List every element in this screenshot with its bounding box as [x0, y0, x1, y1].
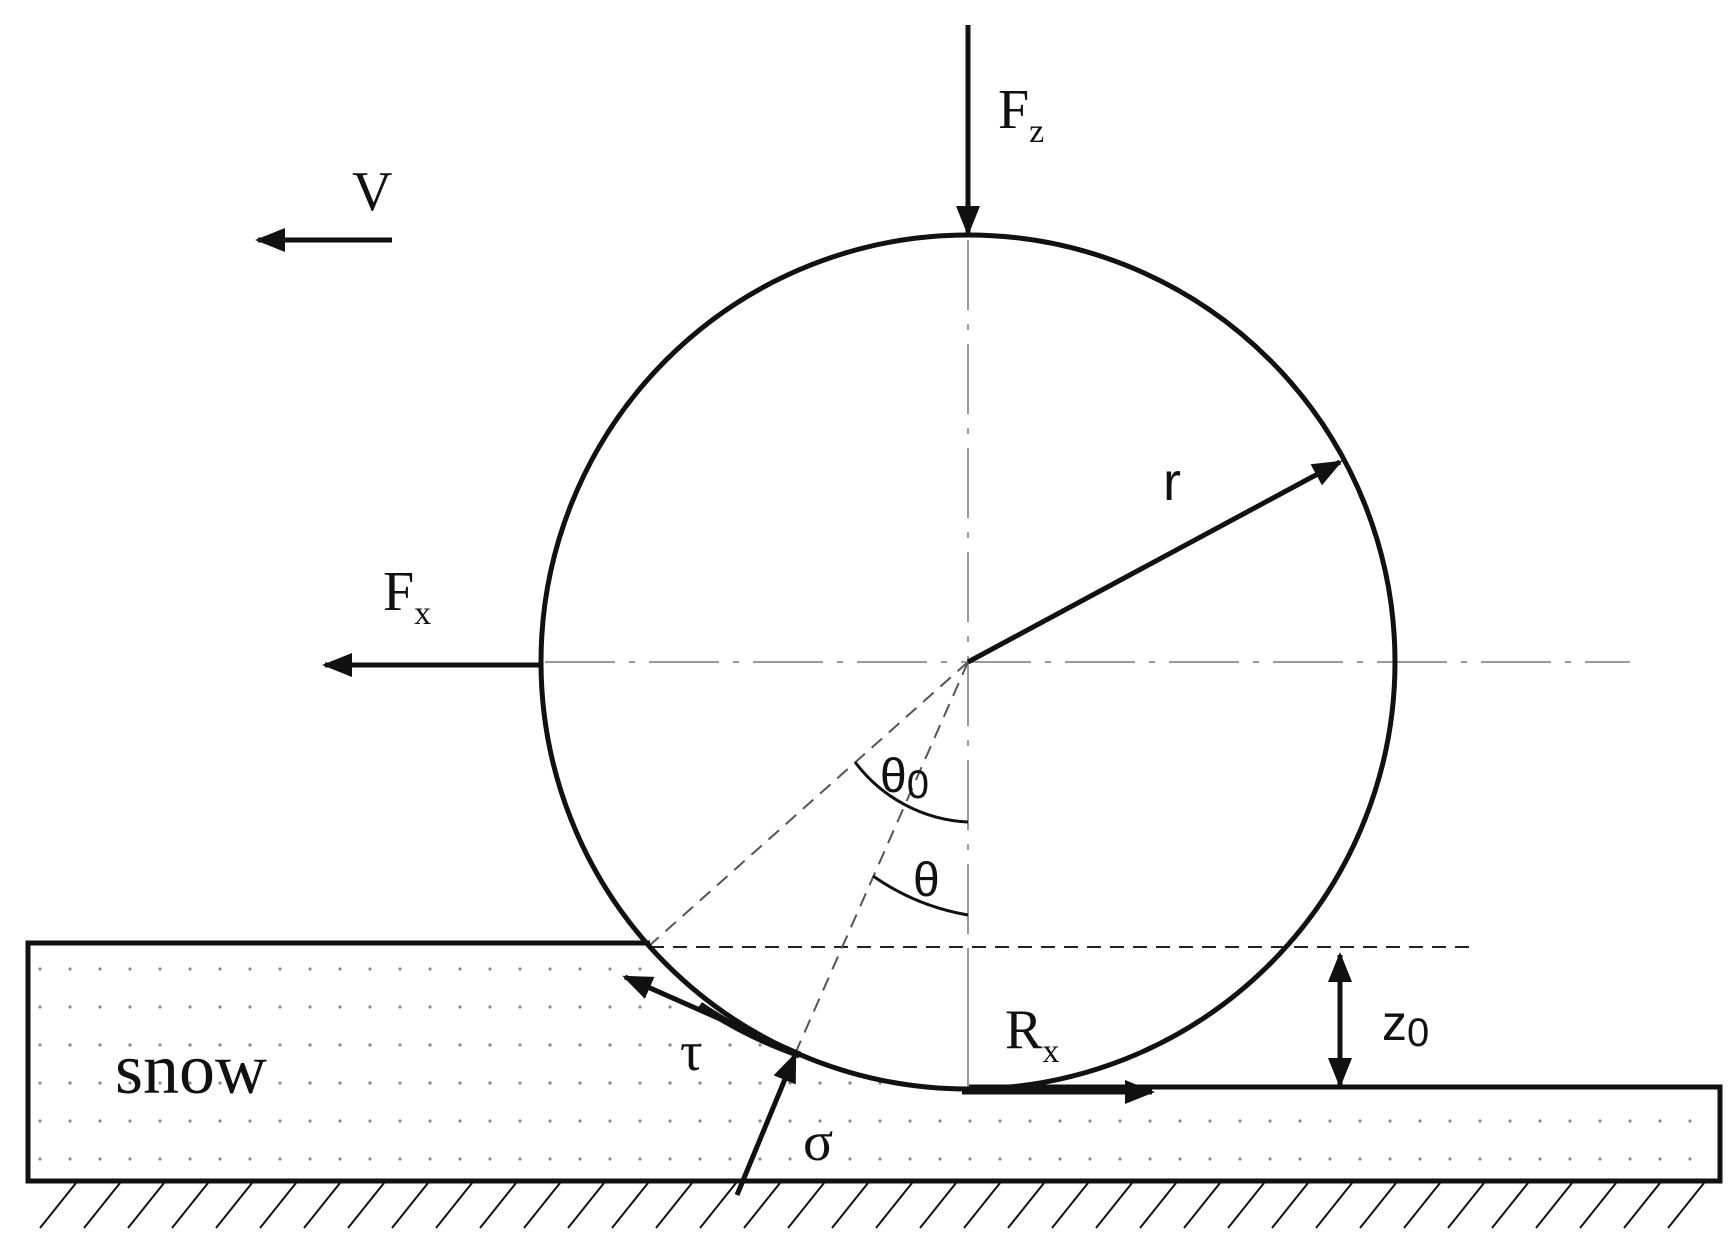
hatch-stroke: [391, 1182, 429, 1229]
hatch-stroke: [1315, 1182, 1353, 1229]
radius-label: r: [1163, 452, 1181, 512]
hatch-stroke: [1007, 1182, 1045, 1229]
hatch-stroke: [787, 1182, 825, 1229]
hatch-stroke: [743, 1182, 781, 1229]
hatch-stroke: [1403, 1182, 1441, 1229]
horizontal-force-label: Fx: [383, 561, 431, 632]
normal-stress-arrow: [734, 1052, 798, 1196]
entry-angle-label: θ0: [880, 750, 929, 807]
hatch-stroke: [1139, 1182, 1177, 1229]
angle-label: θ: [913, 854, 940, 907]
hatch-stroke: [1183, 1182, 1221, 1229]
hatch-stroke: [1227, 1182, 1265, 1229]
snow-label: snow: [115, 1029, 267, 1109]
hatch-stroke: [1271, 1182, 1309, 1229]
hatch-stroke: [127, 1182, 165, 1229]
hatch-stroke: [1579, 1182, 1617, 1229]
hatch-stroke: [171, 1182, 209, 1229]
hatch-stroke: [1095, 1182, 1133, 1229]
center-axes: [545, 240, 1630, 950]
hatch-stroke: [963, 1182, 1001, 1229]
normal-stress-label: σ: [803, 1111, 833, 1173]
hatch-stroke: [259, 1182, 297, 1229]
ground-hatch-lines: [39, 1182, 1705, 1229]
hatch-stroke: [567, 1182, 605, 1229]
hatch-stroke: [1491, 1182, 1529, 1229]
hatch-stroke: [611, 1182, 649, 1229]
hatch-stroke: [435, 1182, 473, 1229]
vertical-force-label: Fz: [998, 79, 1044, 150]
contact-segment: [698, 1002, 802, 1059]
hatch-stroke: [655, 1182, 693, 1229]
radial-dashed-lines: [649, 661, 969, 1055]
hatch-stroke: [875, 1182, 913, 1229]
hatch-stroke: [347, 1182, 385, 1229]
hatch-stroke: [479, 1182, 517, 1229]
hatch-stroke: [39, 1182, 77, 1229]
hatch-stroke: [1667, 1182, 1705, 1229]
theta-arc: [872, 874, 969, 917]
hatch-stroke: [83, 1182, 121, 1229]
resistance-label: Rx: [1005, 999, 1059, 1070]
hatch-stroke: [1359, 1182, 1397, 1229]
shear-stress-label: τ: [680, 1021, 703, 1083]
hatch-stroke: [1447, 1182, 1485, 1229]
radius-arrow: [966, 459, 1343, 665]
hatch-stroke: [831, 1182, 869, 1229]
sinkage-label: z0: [1382, 995, 1429, 1055]
hatch-stroke: [1535, 1182, 1573, 1229]
hatch-stroke: [303, 1182, 341, 1229]
hatch-stroke: [1051, 1182, 1089, 1229]
velocity-label: V: [352, 161, 392, 223]
hatch-stroke: [215, 1182, 253, 1229]
hatch-stroke: [1623, 1182, 1661, 1229]
theta0-arc: [853, 761, 969, 824]
hatch-stroke: [699, 1182, 737, 1229]
hatch-stroke: [523, 1182, 561, 1229]
snow-layer: [25, 940, 1723, 1184]
hatch-stroke: [919, 1182, 957, 1229]
